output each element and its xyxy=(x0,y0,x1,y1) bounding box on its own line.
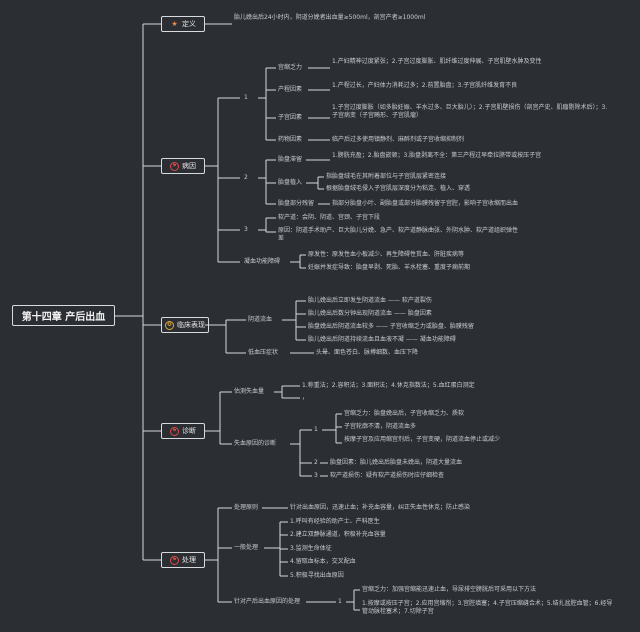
section-definition[interactable]: ★ 定义 xyxy=(161,16,205,32)
clinical-bleeding[interactable]: 阴道流血 xyxy=(248,316,273,323)
diagnosis-cause-3[interactable]: 3 xyxy=(314,472,318,479)
cause-drug-factor-text: 临产后过多使用镇静剂、麻醉剂或子宫收缩抑制剂 xyxy=(332,136,465,143)
diagnosis-placenta-text: 胎盘因素：胎儿娩出后胎盘未娩出，阴道大量流血 xyxy=(330,459,463,466)
section-cause[interactable]: ⚑ 病因 xyxy=(161,158,205,174)
treatment-general[interactable]: 一般处理 xyxy=(234,544,259,551)
treatment-atony-text-1: 宫缩乏力：加强宫缩能迅速止血，导尿排空膀胱后可采用以下方法 xyxy=(362,586,537,593)
clinical-hypotension[interactable]: 低血压症状 xyxy=(248,349,279,356)
treatment-general-5: 5.积极寻找出血原因 xyxy=(290,572,344,579)
diagnosis-blood-loss-text: 1.称重法；2.容积法；3.面积法；4.休克指数法；5.血红蛋白测定 xyxy=(302,382,475,389)
definition-text: 胎儿娩出后24小时内，阴道分娩者出血量≥500ml，剖宫产者≥1000ml xyxy=(234,14,426,21)
cause-placenta-retained-text: 1.膀胱充盈；2.胎盘嵌顿；3.胎盘剥离不全：第三产程过早牵拉脐带或按压子宫 xyxy=(332,152,542,159)
treatment-principle[interactable]: 处理原则 xyxy=(234,504,259,511)
flag-icon: ⚑ xyxy=(170,426,179,436)
cause-placenta-retained[interactable]: 胎盘滞留 xyxy=(278,156,303,163)
diagnosis-canal-text: 软产道损伤：疑有软产道损伤时应仔细检查 xyxy=(330,472,445,479)
flag-icon: ⚑ xyxy=(170,555,179,565)
treatment-by-cause-1[interactable]: 1 xyxy=(338,598,342,605)
treatment-general-1: 1.呼叫有经验的助产士、产科医生 xyxy=(290,518,380,525)
cause-placenta-accreta-text-1: 指胎盘绒毛在其附着部位与子宫肌层紧密连接 xyxy=(326,173,447,180)
cause-coagulation-text-1: 原发性：原发性血小板减少、再生障碍性贫血、肝脏疾病等 xyxy=(308,251,465,258)
treatment-general-2: 2.建立双静脉通道，积极补充血容量 xyxy=(290,531,386,538)
diagnosis-atony-3: 按摩子宫及应用缩宫剂后，子宫变硬，阴道流血停止或减少 xyxy=(344,436,501,443)
cause-placenta-accreta-text-2: 根据胎盘绒毛侵入子宫肌层深度分为粘连、植入、穿透 xyxy=(326,185,471,192)
section-clinical[interactable]: ✪ 临床表现 xyxy=(161,317,209,333)
cause-birth-canal: 软产道：会阴、阴道、宫颈、子宫下段 xyxy=(278,214,381,221)
cause-uterine-factor-text: 1.子宫过度膨胀（如多胎妊娠、羊水过多、巨大胎儿）；2.子宫肌壁损伤（剖宫产史、… xyxy=(332,104,608,119)
cause-group-3[interactable]: 3 xyxy=(244,226,248,233)
clinical-bleeding-3: 胎盘娩出后阴道流血较多 —— 子宫收缩乏力或胎盘、胎膜残留 xyxy=(308,323,474,330)
section-treatment[interactable]: ⚑ 处理 xyxy=(161,552,205,568)
clinical-bleeding-1: 胎儿娩出后立即发生阴道流血 —— 软产道裂伤 xyxy=(308,297,432,304)
treatment-by-cause[interactable]: 针对产后出血原因的处理 xyxy=(234,598,301,605)
cause-placenta-accreta[interactable]: 胎盘植入 xyxy=(278,179,303,186)
medal-icon: ✪ xyxy=(165,320,174,330)
treatment-general-4: 4.留取血标本，交叉配血 xyxy=(290,558,356,565)
star-icon: ★ xyxy=(171,19,178,28)
cause-group-2[interactable]: 2 xyxy=(244,174,248,181)
cause-uterine-atony-text: 1.产妇精神过度紧张；2.子宫过度膨胀、肌纤维过度伸展、子宫肌壁水肿及变性 xyxy=(332,58,542,65)
clinical-hypotension-text: 头晕、面色苍白、脉搏细数、血压下降 xyxy=(316,349,419,356)
section-diagnosis[interactable]: ⚑ 诊断 xyxy=(161,423,205,439)
cause-drug-factor[interactable]: 药物因素 xyxy=(278,136,303,143)
flag-icon: ⚑ xyxy=(170,161,179,171)
diagnosis-atony-1: 宫缩乏力：胎盘娩出后，子宫收缩乏力、质软 xyxy=(344,410,465,417)
diagnosis-blood-loss-text-2: ， xyxy=(302,394,309,401)
treatment-principle-text: 针对出血原因，迅速止血；补充血容量，纠正失血性休克；防止感染 xyxy=(290,504,471,511)
diagnosis-cause[interactable]: 失血原因的诊断 xyxy=(234,440,277,447)
treatment-atony-text-2: 1.按摩或按压子宫；2.应用宫缩剂；3.宫腔填塞；4.子宫压缩缝合术；5.结扎盆… xyxy=(362,600,613,615)
diagnosis-blood-loss[interactable]: 估测失血量 xyxy=(234,388,265,395)
clinical-bleeding-4: 胎儿娩出后阴道持续流血且血液不凝 —— 凝血功能障碍 xyxy=(308,336,456,343)
cause-uterine-atony[interactable]: 宫缩乏力 xyxy=(278,64,303,71)
diagnosis-cause-1[interactable]: 1 xyxy=(314,426,318,433)
cause-group-1[interactable]: 1 xyxy=(244,94,248,101)
cause-birth-canal-reason: 原因：阴道手术助产、巨大胎儿分娩、急产、软产道静脉曲张、外阴水肿、软产道组织弹性… xyxy=(278,227,519,242)
clinical-bleeding-2: 胎儿娩出后数分钟出现阴道流血 —— 胎盘因素 xyxy=(308,310,432,317)
cause-placenta-residual-text: 指部分胎盘小叶、副胎盘或部分胎膜残留于宫腔，影响子宫收缩而出血 xyxy=(332,200,519,207)
diagnosis-cause-2[interactable]: 2 xyxy=(314,459,318,466)
treatment-general-3: 3.监测生命体征 xyxy=(290,545,332,552)
cause-labor-factor[interactable]: 产程因素 xyxy=(278,86,303,93)
root-topic[interactable]: 第十四章 产后出血 xyxy=(12,305,115,326)
diagnosis-atony-2: 子宫轮廓不清，阴道流血多 xyxy=(344,423,417,430)
cause-coagulation-text-2: 妊娠并发症导致：胎盘早剥、死胎、羊水栓塞、重度子痫前期 xyxy=(308,264,471,271)
cause-coagulation[interactable]: 凝血功能障碍 xyxy=(244,258,281,265)
cause-placenta-residual[interactable]: 胎盘部分残留 xyxy=(278,200,315,207)
cause-uterine-factor[interactable]: 子宫因素 xyxy=(278,114,303,121)
cause-labor-factor-text: 1.产程过长，产妇体力消耗过多；2.前置胎盘；3.子宫肌纤维发育不良 xyxy=(332,82,518,89)
